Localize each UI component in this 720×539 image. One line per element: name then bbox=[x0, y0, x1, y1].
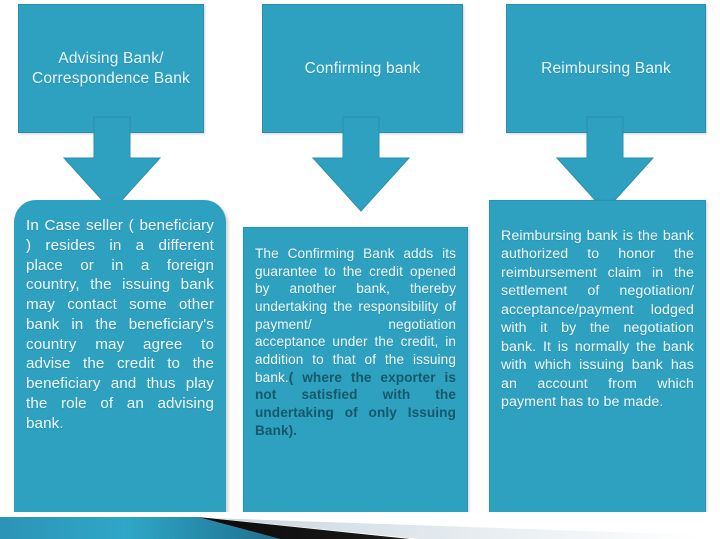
body-box-text: The Confirming Bank adds its guarantee t… bbox=[255, 245, 456, 439]
decorative-footer-band bbox=[0, 512, 720, 539]
body-box-confirming-bank[interactable]: The Confirming Bank adds its guarantee t… bbox=[243, 227, 468, 515]
body-box-advising-bank[interactable]: In Case seller ( beneficiary ) resides i… bbox=[14, 200, 226, 515]
body-box-text-emphasis: ( where the exporter is not satisfied wi… bbox=[255, 369, 456, 438]
body-box-text-main: The Confirming Bank adds its guarantee t… bbox=[255, 246, 456, 385]
body-box-text: In Case seller ( beneficiary ) resides i… bbox=[26, 217, 214, 432]
top-box-confirming-bank[interactable]: Confirming bank bbox=[262, 4, 463, 133]
body-box-reimbursing-bank[interactable]: Reimbursing bank is the bank authorized … bbox=[489, 200, 706, 515]
top-box-label: Confirming bank bbox=[304, 59, 421, 77]
top-box-advising-bank[interactable]: Advising Bank/ Correspondence Bank bbox=[18, 4, 204, 133]
top-box-label: Reimbursing Bank bbox=[541, 59, 671, 77]
arrow-down-icon bbox=[555, 116, 655, 212]
top-box-label: Advising Bank/ Correspondence Bank bbox=[31, 49, 191, 87]
top-box-reimbursing-bank[interactable]: Reimbursing Bank bbox=[506, 4, 706, 133]
arrow-down-icon bbox=[311, 116, 411, 212]
body-box-text: Reimbursing bank is the bank authorized … bbox=[501, 228, 694, 411]
arrow-down-icon bbox=[62, 116, 162, 212]
